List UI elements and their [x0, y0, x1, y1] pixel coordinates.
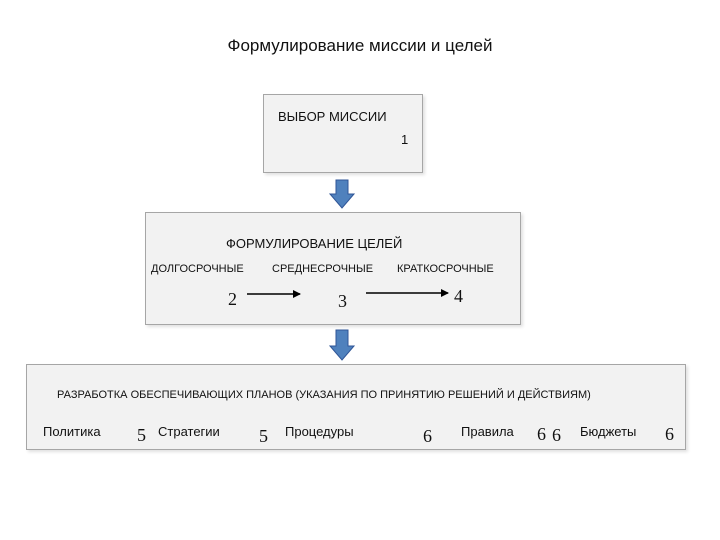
mission-number: 1 — [401, 132, 409, 147]
horizon-long-number: 2 — [228, 289, 237, 309]
down-arrow-mission-to-goals — [328, 179, 356, 209]
plan-item-budgets: Бюджеты — [580, 424, 637, 439]
plan-item-rules-number: 6 — [537, 424, 546, 444]
mission-box: ВЫБОР МИССИИ 1 — [263, 94, 423, 173]
horizon-short-number: 4 — [454, 286, 463, 306]
plan-item-extra-number: 6 — [552, 425, 561, 445]
goals-label: ФОРМУЛИРОВАНИЕ ЦЕЛЕЙ — [226, 236, 403, 251]
horizon-medium-label: СРЕДНЕСРОЧНЫЕ — [272, 263, 374, 275]
horizon-long-label: ДОЛГОСРОЧНЫЕ — [151, 263, 244, 275]
plan-item-strategies: Стратегии — [158, 424, 220, 439]
plans-label: РАЗРАБОТКА ОБЕСПЕЧИВАЮЩИХ ПЛАНОВ (УКАЗАН… — [57, 389, 591, 401]
plan-item-procedures: Процедуры — [285, 424, 354, 439]
plan-item-procedures-number: 6 — [423, 426, 432, 446]
plan-item-rules: Правила — [461, 424, 514, 439]
down-arrow-goals-to-plans — [328, 329, 356, 361]
goals-box: ФОРМУЛИРОВАНИЕ ЦЕЛЕЙ ДОЛГОСРОЧНЫЕ СРЕДНЕ… — [145, 212, 521, 325]
horizon-medium-number: 3 — [338, 291, 347, 311]
plan-item-budgets-number: 6 — [665, 424, 674, 444]
mission-label: ВЫБОР МИССИИ — [278, 109, 387, 124]
plan-item-strategies-number: 5 — [259, 426, 268, 446]
horizon-short-label: КРАТКОСРОЧНЫЕ — [397, 263, 494, 275]
diagram-title: Формулирование миссии и целей — [227, 36, 493, 55]
plan-item-policy: Политика — [43, 424, 101, 439]
plans-box: РАЗРАБОТКА ОБЕСПЕЧИВАЮЩИХ ПЛАНОВ (УКАЗАН… — [26, 364, 686, 450]
plan-item-policy-number: 5 — [137, 425, 146, 445]
